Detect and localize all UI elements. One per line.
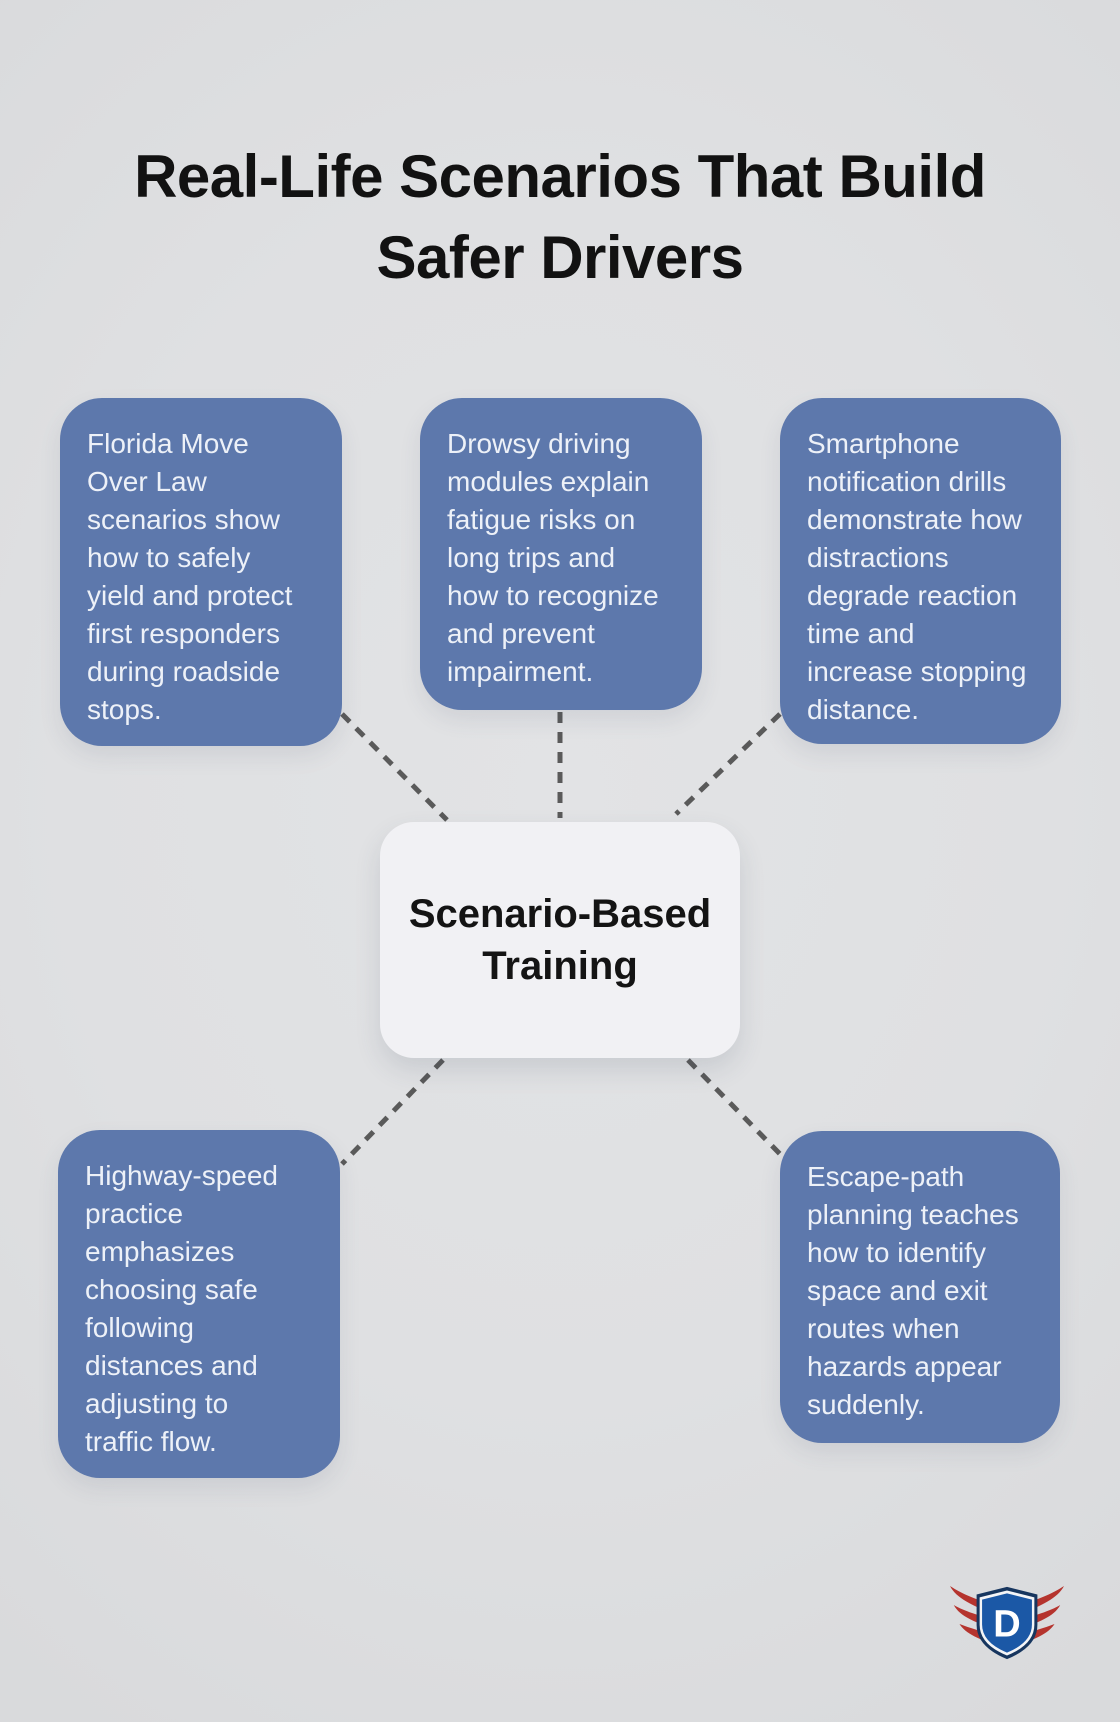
page-title: Real-Life Scenarios That Build Safer Dri… bbox=[0, 136, 1120, 298]
page-title-line2: Safer Drivers bbox=[376, 224, 744, 292]
shield-wings-logo-icon: D bbox=[950, 1585, 1064, 1660]
scenario-card-top-right: Smartphone notification drills demonstra… bbox=[780, 398, 1061, 744]
scenario-card-top-middle: Drowsy driving modules explain fatigue r… bbox=[420, 398, 702, 710]
page-title-line1: Real-Life Scenarios That Build bbox=[134, 143, 986, 211]
scenario-card-bottom-right: Escape-path planning teaches how to iden… bbox=[780, 1131, 1060, 1443]
logo-letter: D bbox=[993, 1603, 1020, 1645]
shield-icon: D bbox=[976, 1586, 1038, 1660]
scenario-card-top-left: Florida Move Over Law scenarios show how… bbox=[60, 398, 342, 746]
scenario-card-bottom-left: Highway-speed practice emphasizes choosi… bbox=[58, 1130, 340, 1478]
connector-top-right bbox=[674, 712, 782, 816]
connector-bottom-right bbox=[686, 1058, 782, 1156]
connector-top-left bbox=[340, 712, 449, 822]
connector-bottom-left bbox=[340, 1058, 445, 1166]
brand-logo: D bbox=[950, 1582, 1064, 1664]
center-node: Scenario-Based Training bbox=[380, 822, 740, 1058]
